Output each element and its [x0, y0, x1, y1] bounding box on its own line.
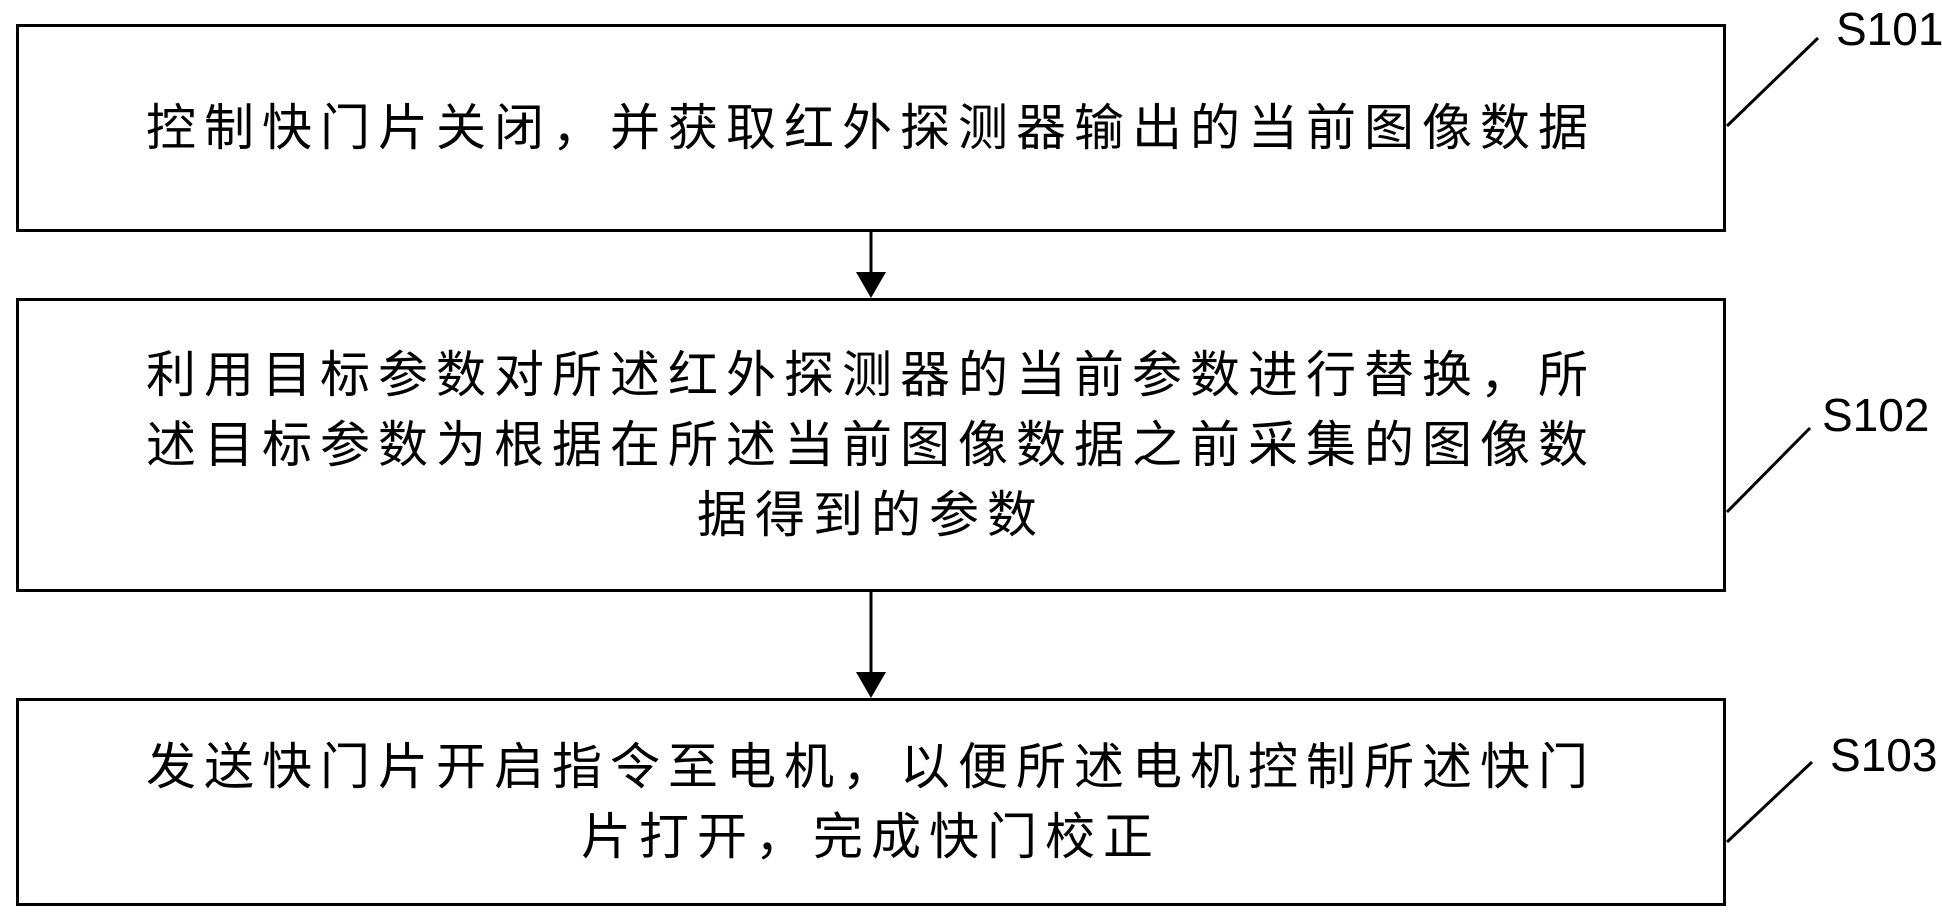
leader-line-s102 [1725, 426, 1812, 514]
step-box-s102: 利用目标参数对所述红外探测器的当前参数进行替换，所 述目标参数为根据在所述当前图… [16, 298, 1726, 592]
leader-line-s101 [1725, 36, 1820, 128]
leader-line-s103 [1725, 760, 1814, 844]
step-text-s103: 发送快门片开启指令至电机，以便所述电机控制所述快门 片打开，完成快门校正 [146, 738, 1596, 866]
step-text-s102: 利用目标参数对所述红外探测器的当前参数进行替换，所 述目标参数为根据在所述当前图… [146, 346, 1596, 544]
step-box-s101: 控制快门片关闭，并获取红外探测器输出的当前图像数据 [16, 24, 1726, 232]
flow-arrow-s101-s102 [856, 232, 886, 298]
step-label-s102: S102 [1822, 389, 1930, 441]
step-label-s103: S103 [1830, 729, 1938, 781]
step-box-s103: 发送快门片开启指令至电机，以便所述电机控制所述快门 片打开，完成快门校正 [16, 698, 1726, 906]
step-label-s101: S101 [1836, 3, 1942, 55]
step-text-s101: 控制快门片关闭，并获取红外探测器输出的当前图像数据 [146, 99, 1596, 157]
flow-arrow-s102-s103 [856, 592, 886, 698]
